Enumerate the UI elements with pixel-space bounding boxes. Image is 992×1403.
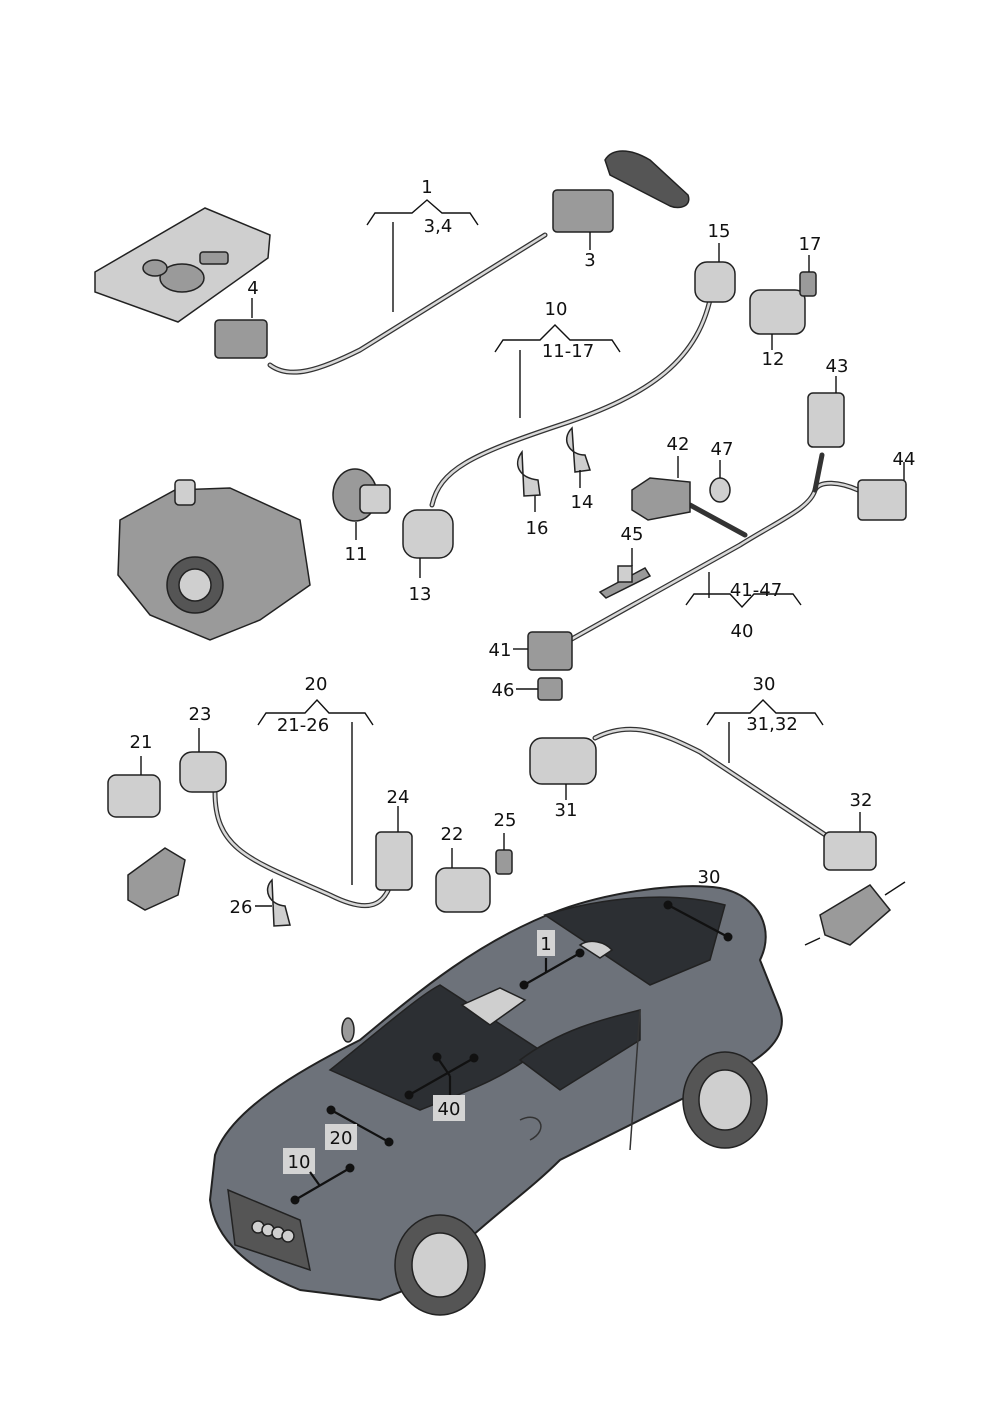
- bracket-group-20: [257, 698, 374, 726]
- car-sunroof-console: [460, 987, 527, 1026]
- callout-part-11: 11: [345, 544, 368, 565]
- interior-light: [604, 150, 690, 209]
- part-46-clip: [537, 677, 563, 701]
- harness-cable-30: [592, 726, 833, 841]
- part-31-plug: [529, 737, 597, 785]
- bracket-group-40: [685, 593, 802, 609]
- car-label-20: 20: [330, 1128, 353, 1149]
- callout-group-30-main: 30: [753, 674, 776, 695]
- car-illustration: [208, 885, 783, 1316]
- callout-part-43: 43: [826, 356, 849, 377]
- callout-part-14: 14: [571, 492, 594, 513]
- part-12-plug: [749, 289, 806, 335]
- part-47-grommet: [709, 477, 731, 503]
- callout-group-40-sub: 41-47: [730, 580, 782, 601]
- part-15-connector: [694, 261, 736, 303]
- callout-part-21: 21: [130, 732, 153, 753]
- part-44-connector: [857, 479, 907, 521]
- harness-cable-20: [212, 789, 395, 909]
- group-20-harness: 20 21-26 21 23 24 22 25 26: [107, 674, 517, 927]
- bracket-group-10: [494, 324, 621, 353]
- callout-group-10-sub: 11-17: [542, 341, 594, 362]
- callout-group-1-sub: 3,4: [424, 216, 453, 237]
- car-label-40: 40: [438, 1099, 461, 1120]
- part-25-clip: [495, 849, 513, 875]
- callout-part-12: 12: [762, 349, 785, 370]
- callout-group-1-main: 1: [421, 177, 432, 198]
- callout-part-3: 3: [584, 250, 595, 271]
- callout-part-44: 44: [893, 449, 916, 470]
- part-24-bracket: [375, 831, 413, 891]
- callout-part-31: 31: [555, 800, 578, 821]
- car-marker-20: 20: [325, 1105, 394, 1150]
- car-label-10: 10: [288, 1152, 311, 1173]
- callout-part-41: 41: [489, 640, 512, 661]
- callout-part-4: 4: [247, 278, 258, 299]
- callout-group-10-main: 10: [545, 299, 568, 320]
- callout-part-45: 45: [621, 524, 644, 545]
- brake-switch: [127, 847, 186, 911]
- callout-group-20-main: 20: [305, 674, 328, 695]
- car-marker-40: 40: [404, 1052, 479, 1121]
- part-42-connector: [631, 477, 691, 521]
- callout-part-25: 25: [494, 810, 517, 831]
- part-21-plug: [107, 774, 161, 818]
- car-marker-30: 30: [663, 867, 733, 942]
- callout-part-13: 13: [409, 584, 432, 605]
- part-26-clip: [266, 878, 291, 927]
- callout-group-20-sub: 21-26: [277, 715, 329, 736]
- callout-group-40-main: 40: [731, 621, 754, 642]
- callout-part-23: 23: [189, 704, 212, 725]
- harness-cable-1: [267, 232, 548, 375]
- part-14-clip: [566, 426, 591, 473]
- callout-part-17: 17: [799, 234, 822, 255]
- bracket-group-30: [706, 699, 824, 726]
- group-30-harness: 30 31,32 31 32: [529, 674, 906, 946]
- part-43-connector: [807, 392, 845, 448]
- callout-part-42: 42: [667, 434, 690, 455]
- callout-part-32: 32: [850, 790, 873, 811]
- washer-pump: [819, 884, 892, 946]
- part-41-connector: [527, 631, 573, 671]
- part-16-clip: [517, 449, 541, 497]
- callout-part-24: 24: [387, 787, 410, 808]
- callout-part-15: 15: [708, 221, 731, 242]
- callout-part-22: 22: [441, 824, 464, 845]
- part-22-plug: [435, 867, 491, 913]
- actuator-housing: [117, 479, 311, 641]
- car-label-1: 1: [540, 934, 551, 955]
- car-label-30: 30: [698, 867, 721, 888]
- callout-part-16: 16: [526, 518, 549, 539]
- harness-cable-10: [429, 287, 715, 508]
- connector-3: [552, 189, 614, 233]
- connector-4: [214, 319, 268, 359]
- bracket-group-1: [366, 199, 479, 226]
- callout-part-46: 46: [492, 680, 515, 701]
- car-rear-glass: [543, 896, 726, 986]
- part-32-connector: [823, 831, 877, 871]
- part-17-clip: [799, 271, 817, 297]
- car-marker-10: 10: [283, 1148, 355, 1205]
- callout-group-30-sub: 31,32: [746, 714, 798, 735]
- car-marker-1: 1: [519, 930, 585, 990]
- callout-part-47: 47: [711, 439, 734, 460]
- part-13-connector: [402, 509, 454, 559]
- group-10-harness: 10 11-17 11 13 15 12 17 14 16: [332, 221, 822, 605]
- callout-part-26: 26: [230, 897, 253, 918]
- group-1-harness: 1 3,4 4 3: [94, 150, 690, 375]
- part-23-connector: [179, 751, 227, 793]
- group-40-harness: 41-47 40 41 46 42 47 43 44 45: [489, 356, 916, 701]
